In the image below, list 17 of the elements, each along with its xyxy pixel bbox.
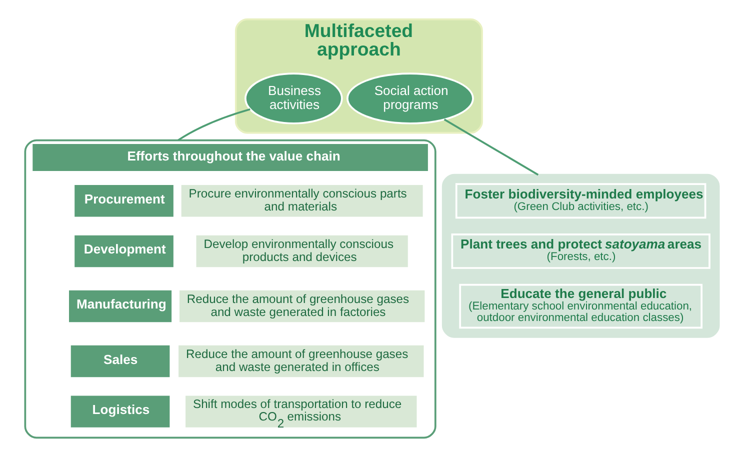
node-box: Plant trees and protect satoyama areas (Forests, etc.)	[451, 234, 710, 269]
node-box: Manufacturing	[67, 288, 174, 324]
node-box: Procurement	[72, 183, 176, 219]
node-ellipse: Social action programs	[346, 72, 474, 124]
node-box: Develop environmentally conscious products and devices	[194, 234, 410, 269]
node-box: Reduce the amount of greenhouse gases and waste generated in factories	[178, 288, 427, 324]
connector	[444, 118, 539, 176]
node-box: Sales	[69, 344, 172, 379]
node-box: Logistics	[69, 394, 172, 430]
node-box: Educate the general public (Elementary school environmental education, outdoor environmental education classes)	[459, 284, 702, 329]
node-ellipse: Business activities	[244, 72, 343, 124]
node-box: Reduce the amount of greenhouse gases and waste generated in offices	[176, 344, 426, 379]
connector	[178, 108, 250, 142]
node-box: Foster biodiversity-minded employees (Green Club activities, etc.)	[455, 183, 706, 219]
cluster	[442, 174, 720, 338]
node-box: Procure environmentally conscious parts and materials	[179, 183, 425, 219]
node-box: Development	[72, 234, 176, 269]
